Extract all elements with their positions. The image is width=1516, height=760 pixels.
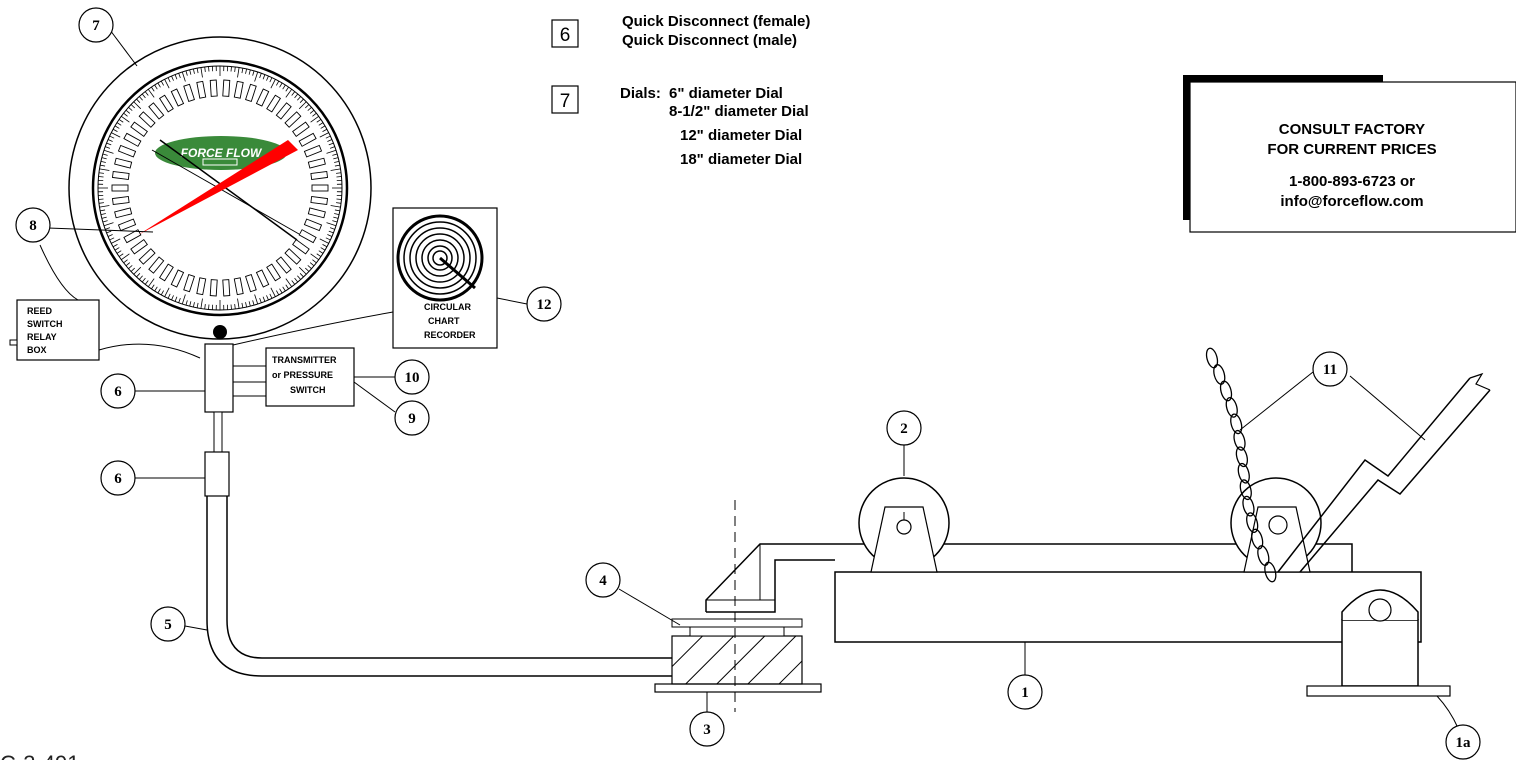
hydraulic-hose bbox=[206, 496, 672, 677]
transmitter-line-3: SWITCH bbox=[290, 385, 326, 395]
dial-reset-knob bbox=[213, 325, 227, 339]
legend-key-7: 7 bbox=[560, 91, 571, 112]
reed-box-line-3: RELAY bbox=[27, 332, 57, 342]
legend-dials-heading: Dials: bbox=[620, 85, 661, 102]
pivot-bracket-2 bbox=[858, 477, 950, 573]
legend-dial-18in: 18" diameter Dial bbox=[680, 151, 802, 168]
recorder-line-3: RECORDER bbox=[424, 330, 476, 340]
callout-2: 2 bbox=[886, 410, 922, 446]
legend-text-male: Quick Disconnect (male) bbox=[622, 32, 797, 49]
svg-text:6: 6 bbox=[114, 384, 122, 400]
callout-4: 4 bbox=[585, 562, 621, 598]
callout-9: 9 bbox=[394, 400, 430, 436]
transmitter-line-1: TRANSMITTER bbox=[272, 355, 337, 365]
chain bbox=[1205, 347, 1277, 583]
legend-item-7: 7 Dials: 6" diameter Dial 8-1/2" diamete… bbox=[551, 85, 809, 168]
recorder-line-2: CHART bbox=[428, 316, 460, 326]
quick-disconnect-assembly bbox=[204, 343, 266, 497]
dial-gauge: FORCE FLOW bbox=[68, 36, 372, 340]
dial-brand-text: FORCE FLOW bbox=[181, 146, 263, 160]
legend-dial-6in: 6" diameter Dial bbox=[669, 85, 783, 102]
callout-11: 11 bbox=[1312, 351, 1348, 387]
lever-handle bbox=[1277, 372, 1491, 573]
load-cell-assembly bbox=[654, 500, 822, 712]
recorder-line-1: CIRCULAR bbox=[424, 302, 471, 312]
pricing-line-2: FOR CURRENT PRICES bbox=[1267, 141, 1436, 158]
svg-text:1: 1 bbox=[1021, 685, 1029, 701]
callouts: 7 8 6 6 5 10 9 12 4 3 2 1 11 1a bbox=[15, 7, 1481, 760]
callout-3: 3 bbox=[689, 711, 725, 747]
dial-tick-marks bbox=[98, 66, 342, 310]
lever-arm bbox=[705, 543, 1422, 643]
svg-text:2: 2 bbox=[900, 421, 908, 437]
svg-text:3: 3 bbox=[703, 722, 711, 738]
pricing-line-3: 1-800-893-6723 or bbox=[1289, 173, 1415, 190]
callout-8: 8 bbox=[15, 207, 51, 243]
callout-5: 5 bbox=[150, 606, 186, 642]
transmitter-pressure-switch-box: TRANSMITTER or PRESSURE SWITCH bbox=[265, 347, 355, 407]
legend-dial-12in: 12" diameter Dial bbox=[680, 127, 802, 144]
leader-lines bbox=[39, 29, 1459, 729]
support-stand-1a bbox=[1306, 589, 1451, 697]
callout-6-lower: 6 bbox=[100, 460, 136, 496]
legend-item-6: 6 Quick Disconnect (female) Quick Discon… bbox=[551, 13, 810, 49]
drawing-code: C-3-491 bbox=[0, 751, 79, 760]
svg-text:9: 9 bbox=[408, 411, 416, 427]
legend-text-female: Quick Disconnect (female) bbox=[622, 13, 810, 30]
dial-needle-black bbox=[159, 139, 298, 241]
callout-7: 7 bbox=[78, 7, 114, 43]
legend-key-6: 6 bbox=[560, 25, 571, 46]
dial-brand-logo bbox=[155, 136, 287, 170]
pivot-bracket-11 bbox=[1230, 477, 1322, 573]
dial-needle-red bbox=[138, 140, 298, 235]
svg-text:8: 8 bbox=[29, 218, 37, 234]
svg-text:11: 11 bbox=[1323, 362, 1337, 378]
svg-text:10: 10 bbox=[405, 370, 420, 386]
transmitter-line-2: or PRESSURE bbox=[272, 370, 333, 380]
circular-chart-recorder: CIRCULAR CHART RECORDER bbox=[232, 207, 498, 349]
pricing-box: CONSULT FACTORY FOR CURRENT PRICES 1-800… bbox=[1183, 75, 1516, 233]
svg-text:6: 6 bbox=[114, 471, 122, 487]
pricing-line-1: CONSULT FACTORY bbox=[1279, 121, 1425, 138]
svg-text:12: 12 bbox=[537, 297, 552, 313]
svg-text:4: 4 bbox=[599, 573, 607, 589]
callout-12: 12 bbox=[526, 286, 562, 322]
callout-6-upper: 6 bbox=[100, 373, 136, 409]
reed-box-line-2: SWITCH bbox=[27, 319, 63, 329]
callout-1: 1 bbox=[1007, 674, 1043, 710]
svg-text:1a: 1a bbox=[1456, 735, 1472, 751]
legend-dial-8in: 8-1/2" diameter Dial bbox=[669, 103, 809, 120]
callout-1a: 1a bbox=[1445, 724, 1481, 760]
reed-box-line-1: REED bbox=[27, 306, 53, 316]
reed-switch-relay-box: REED SWITCH RELAY BOX bbox=[9, 299, 201, 361]
svg-text:7: 7 bbox=[92, 18, 100, 34]
svg-text:5: 5 bbox=[164, 617, 172, 633]
callout-10: 10 bbox=[394, 359, 430, 395]
reed-box-line-4: BOX bbox=[27, 345, 47, 355]
pricing-line-4: info@forceflow.com bbox=[1280, 193, 1423, 210]
